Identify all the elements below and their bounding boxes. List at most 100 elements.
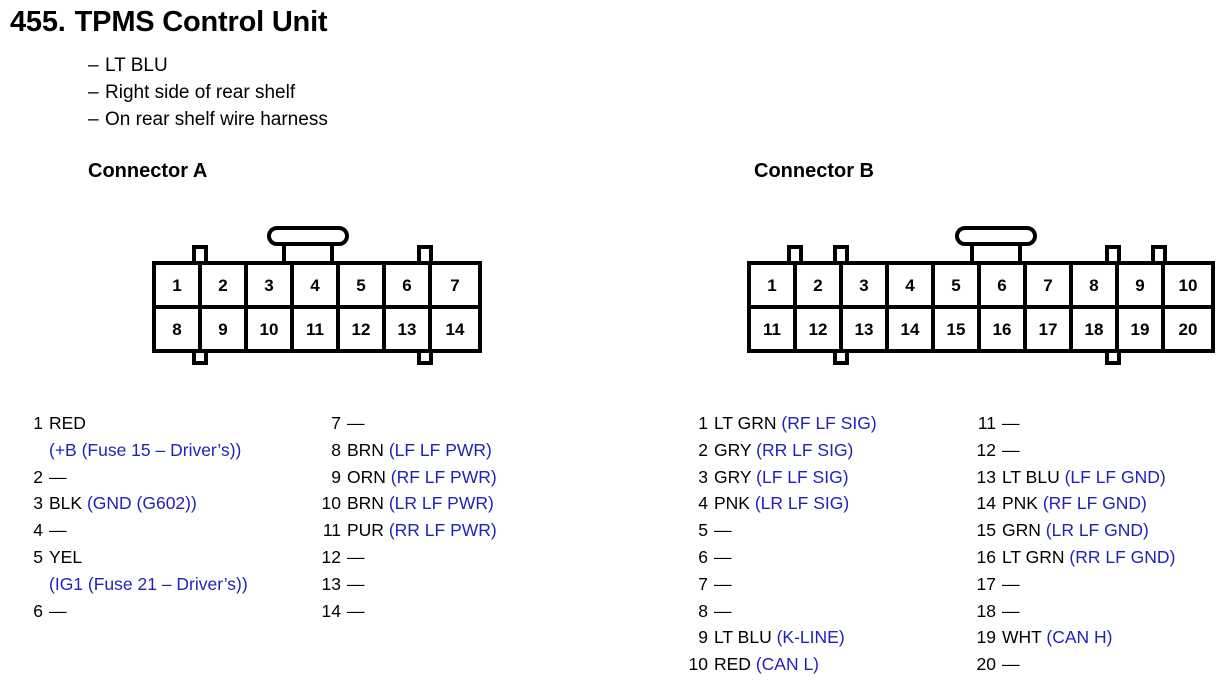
connector-pin-cell: 2 — [202, 265, 248, 305]
latch-bar — [955, 226, 1037, 246]
connector-a-heading: Connector A — [88, 160, 208, 182]
pin-description: (K-LINE) — [771, 627, 845, 648]
pin-wire-color: LT GRN — [714, 413, 777, 433]
connector-pin-cell: 13 — [386, 309, 432, 349]
latch-tab-icon — [1105, 245, 1121, 263]
pin-number: 10 — [688, 654, 708, 675]
connector-pin-cell: 14 — [889, 309, 935, 349]
pin-description: (RF LF GND) — [1037, 493, 1147, 514]
pin-wire-color: ORN — [347, 466, 386, 487]
pin-row: 3 BLK (GND (G602)) — [22, 490, 248, 517]
connector-pin-cell: 6 — [981, 265, 1027, 305]
pin-unused-dash: — — [714, 546, 732, 567]
latch-tab-icon — [417, 245, 433, 263]
latch-tab-icon — [1151, 245, 1167, 263]
pin-number: 3 — [33, 493, 43, 514]
pin-number: 16 — [976, 546, 996, 567]
connector-pin-cell: 4 — [294, 265, 340, 305]
pin-wire-color: LT BLU — [714, 627, 772, 648]
connector-pin-cell: 3 — [843, 265, 889, 305]
pin-row: 6— — [22, 598, 248, 625]
pin-unused-dash: — — [347, 600, 365, 621]
pin-number: 15 — [976, 520, 996, 541]
pin-description: (LF LF SIG) — [751, 466, 849, 487]
pin-wire-color: LT GRN — [1002, 546, 1065, 567]
latch-tab-icon — [192, 245, 208, 263]
location-note: –LT BLU — [88, 52, 328, 79]
pin-wire-color: RED — [49, 413, 86, 433]
pin-row: 14— — [320, 598, 497, 625]
connector-pin-cell: 7 — [450, 275, 460, 295]
pin-wire-color: GRY — [714, 439, 752, 460]
pin-wire-color: PNK — [1002, 493, 1038, 514]
pin-number: 5 — [698, 520, 708, 541]
connector-pin-cell: 12 — [797, 309, 843, 349]
pin-row: 1 LT GRN (RF LF SIG) — [687, 410, 877, 437]
pin-description: (GND (G602)) — [82, 493, 197, 514]
pin-number: 9 — [698, 627, 708, 648]
connector-pin-cell: 5 — [340, 265, 386, 305]
pin-number: 7 — [698, 573, 708, 594]
pin-unused-dash: — — [49, 520, 67, 541]
pin-description: (CAN H) — [1041, 627, 1113, 648]
pin-number: 11 — [322, 520, 341, 541]
pin-description: (LF LF GND) — [1059, 466, 1166, 487]
pin-description-continued: (+B (Fuse 15 – Driver’s)) — [49, 439, 242, 460]
pin-row: 4— — [22, 517, 248, 544]
connector-pin-cell: 1 — [156, 265, 202, 305]
title-block: 455.TPMS Control Unit — [10, 6, 328, 39]
pin-wire-color: GRY — [714, 466, 752, 487]
pin-unused-dash: — — [1002, 413, 1020, 433]
pin-row: 9 LT BLU (K-LINE) — [687, 624, 877, 651]
pin-number: 2 — [698, 439, 708, 460]
latch-tab-icon — [787, 245, 803, 263]
connector-pin-cell: 12 — [340, 309, 386, 349]
pin-description: (RF LF SIG) — [776, 413, 877, 433]
pin-row: 1 RED — [22, 410, 248, 437]
pin-row: 13— — [320, 571, 497, 598]
pin-number: 1 — [698, 413, 708, 433]
connector-pin-cell: 11 — [294, 309, 340, 349]
connector-pin-cell: 13 — [843, 309, 889, 349]
connector-pin-cell: 10 — [248, 309, 294, 349]
pin-description: (LR LF SIG) — [749, 493, 850, 514]
connector-pin-cell: 6 — [386, 265, 432, 305]
pin-number: 12 — [976, 439, 996, 460]
pin-wire-color: BLK — [49, 493, 83, 514]
connector-pin-cell: 5 — [935, 265, 981, 305]
pin-row: 9 ORN (RF LF PWR) — [320, 464, 497, 491]
pin-number: 1 — [33, 413, 43, 433]
pin-number: 9 — [331, 466, 341, 487]
connector-b-heading: Connector B — [754, 160, 874, 182]
pin-wire-color: RED — [714, 654, 751, 675]
pin-description: (RR LF GND) — [1064, 546, 1176, 567]
connector-pin-cell: 15 — [935, 309, 981, 349]
connector-pin-cell: 8 — [1073, 265, 1119, 305]
connector-pin-cell: 8 — [156, 309, 202, 349]
pin-row: 20— — [975, 651, 1175, 678]
pin-description: (RF LF PWR) — [385, 466, 497, 487]
connector-pin-cell: 3 — [248, 265, 294, 305]
pin-description-continued: (IG1 (Fuse 21 – Driver’s)) — [49, 573, 248, 594]
pin-wire-color: PUR — [347, 520, 384, 541]
connector-pin-cell: 10 — [1178, 275, 1198, 295]
pin-description: (LF LF PWR) — [383, 439, 492, 460]
page-number: 455. — [10, 6, 66, 38]
pin-row: 5— — [687, 517, 877, 544]
pin-row: 7— — [320, 410, 497, 437]
pin-number: 7 — [331, 413, 341, 433]
pin-number: 13 — [976, 466, 996, 487]
